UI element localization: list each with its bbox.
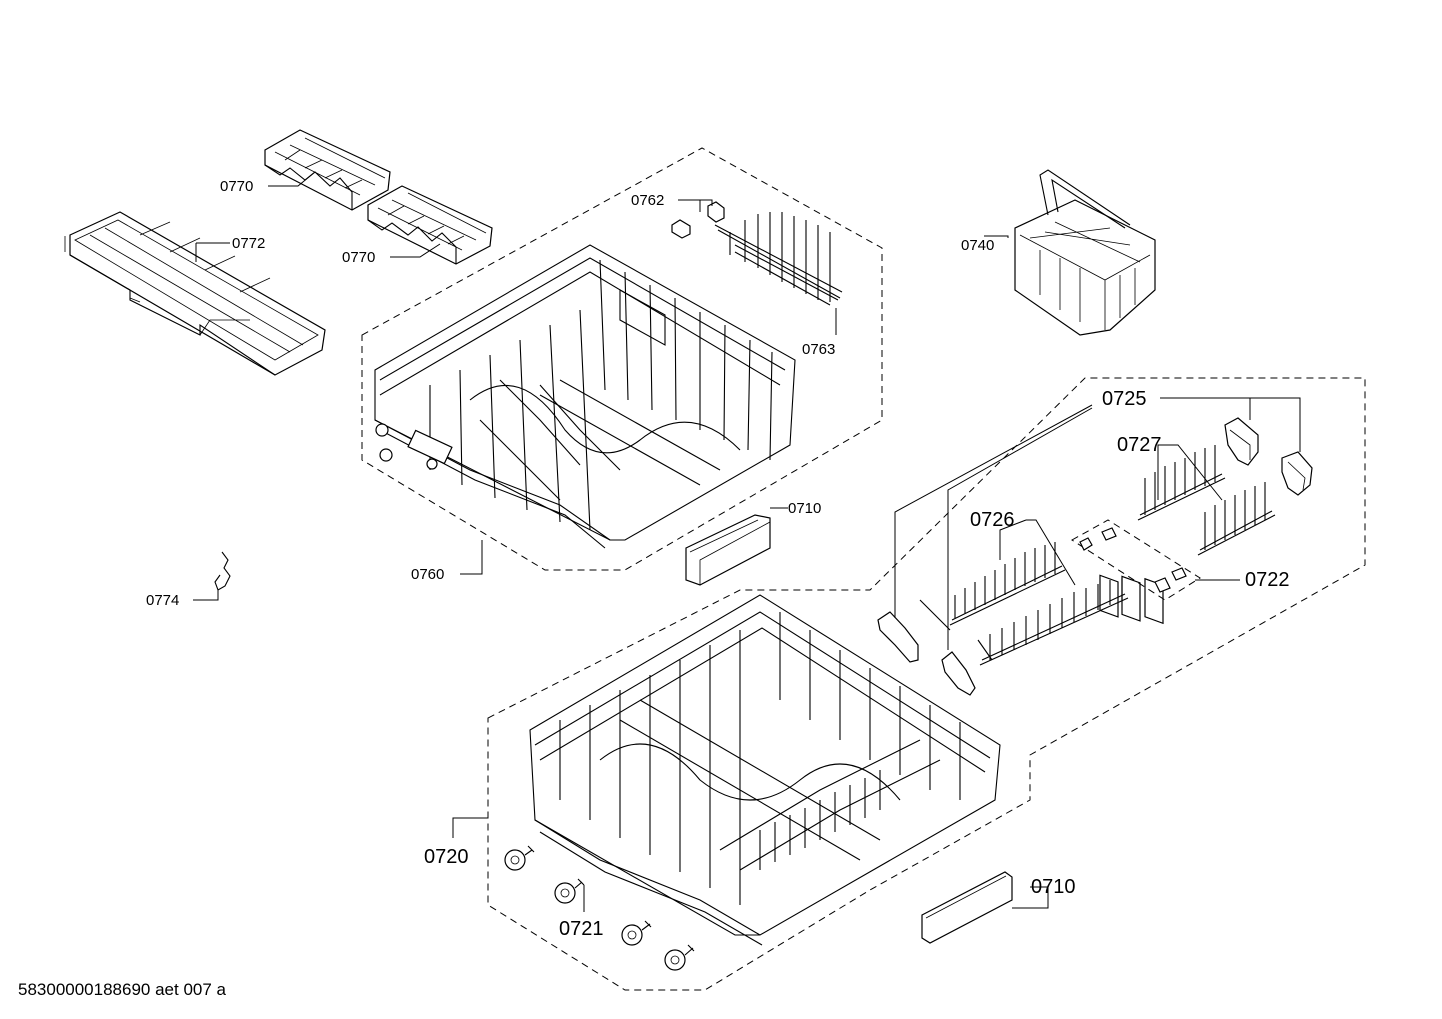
hook-part xyxy=(214,551,231,591)
label-0763: 0763 xyxy=(802,341,835,358)
small-tine-racks xyxy=(1137,445,1276,556)
leader-lines xyxy=(193,171,1301,912)
cutlery-tray xyxy=(64,211,326,376)
label-0740: 0740 xyxy=(961,237,994,254)
lower-basket xyxy=(529,594,1001,946)
document-code: 58300000188690 aet 007 a xyxy=(18,980,226,999)
cutlery-basket xyxy=(1014,169,1164,625)
label-0710-lower: 0710 xyxy=(1031,876,1076,898)
label-0760: 0760 xyxy=(411,566,444,583)
hinge-brackets xyxy=(877,417,1313,696)
label-0770-a: 0770 xyxy=(220,178,253,195)
label-0770-b: 0770 xyxy=(342,249,375,266)
label-0722: 0722 xyxy=(1245,569,1290,591)
label-0721: 0721 xyxy=(559,918,604,940)
label-0762: 0762 xyxy=(631,192,664,209)
label-0720: 0720 xyxy=(424,846,469,868)
label-0772: 0772 xyxy=(232,235,265,252)
tine-row-small xyxy=(714,212,843,306)
label-0774: 0774 xyxy=(146,592,179,609)
upper-basket-group-outline xyxy=(361,147,883,571)
spike-rack-bottom xyxy=(367,185,493,265)
holder-set xyxy=(1071,519,1201,601)
lower-cover-plate xyxy=(921,871,1013,944)
spike-rack-top xyxy=(264,129,391,211)
clip-parts xyxy=(671,201,725,239)
lower-basket-group-outline xyxy=(487,377,1366,991)
upper-basket xyxy=(374,244,796,549)
label-0725: 0725 xyxy=(1102,388,1147,410)
label-0727: 0727 xyxy=(1117,434,1162,456)
label-0726: 0726 xyxy=(970,509,1015,531)
upper-handle-part xyxy=(685,514,771,586)
label-0710-upper: 0710 xyxy=(788,500,821,517)
wheels xyxy=(504,845,695,971)
large-tine-racks xyxy=(919,542,1129,666)
